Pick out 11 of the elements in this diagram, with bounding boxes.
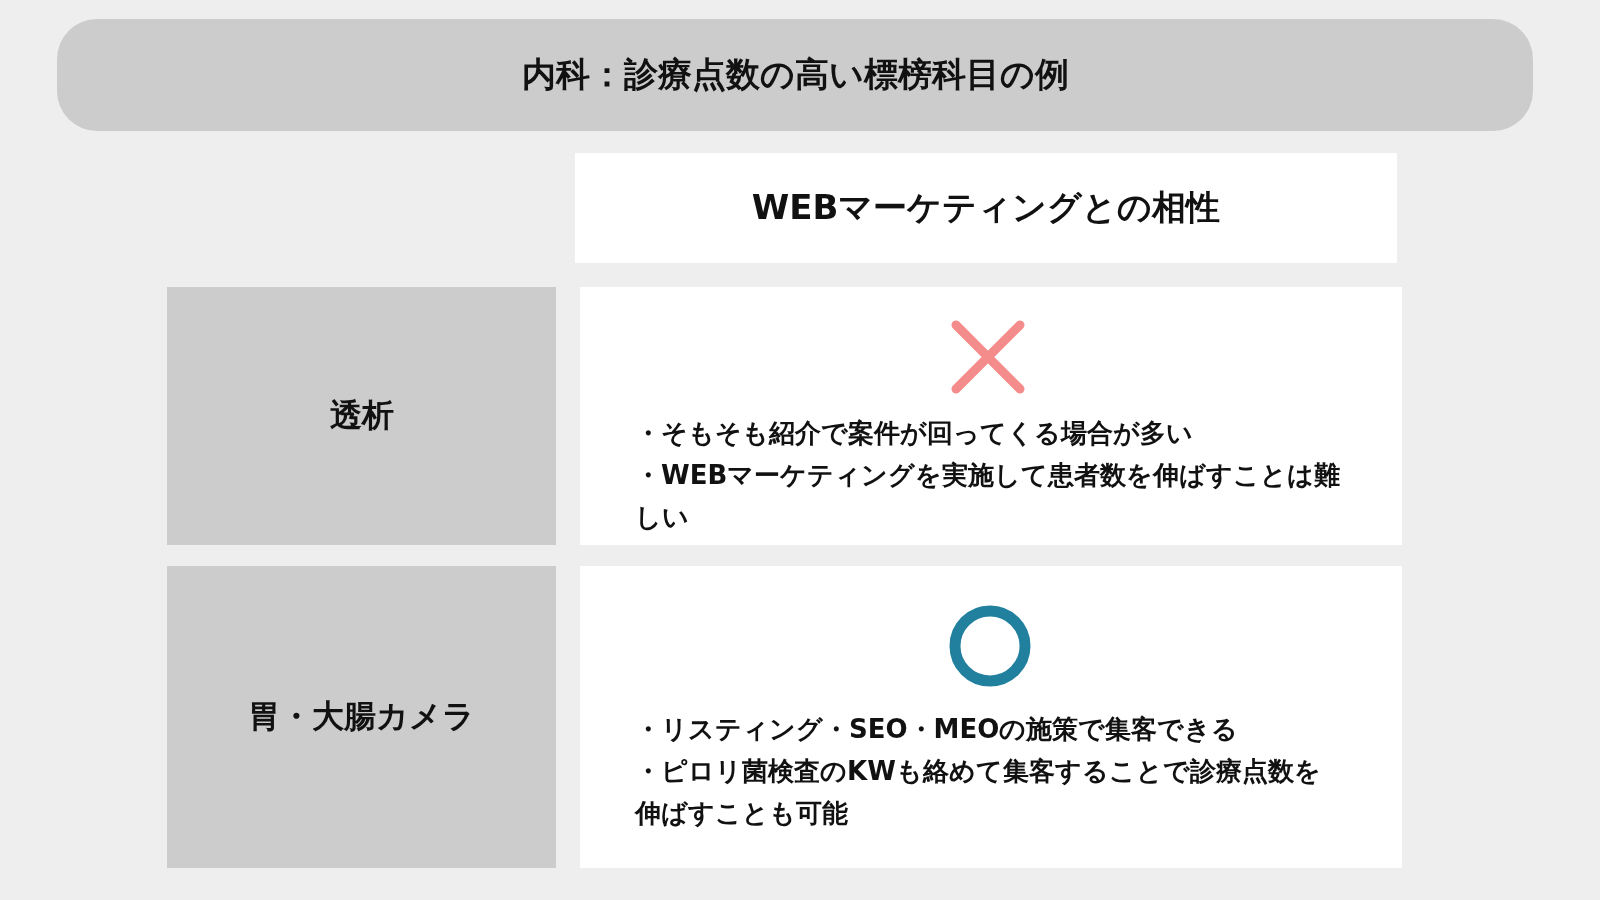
bullet-text: ・そもそも紹介で案件が回ってくる場合が多い xyxy=(635,417,1194,450)
row-header-cell: 胃・大腸カメラ xyxy=(167,566,556,868)
row-header-cell: 透析 xyxy=(167,287,556,545)
bullet-text: ・リスティング・SEO・MEOの施策で集客できる xyxy=(635,713,1240,746)
table-cell xyxy=(580,287,1402,545)
column-header-cell: WEBマーケティングとの相性 xyxy=(575,153,1397,263)
bullet-text: ・ピロリ菌検査のKWも絡めて集客することで診療点数を伸ばすことも可能 xyxy=(635,755,1322,830)
circle-icon xyxy=(948,604,1032,688)
table-cell xyxy=(580,566,1402,868)
bullet-text: ・WEBマーケティングを実施して患者数を伸ばすことは難しい xyxy=(635,459,1342,534)
title-banner: 内科：診療点数の高い標榜科目の例 xyxy=(57,19,1533,131)
